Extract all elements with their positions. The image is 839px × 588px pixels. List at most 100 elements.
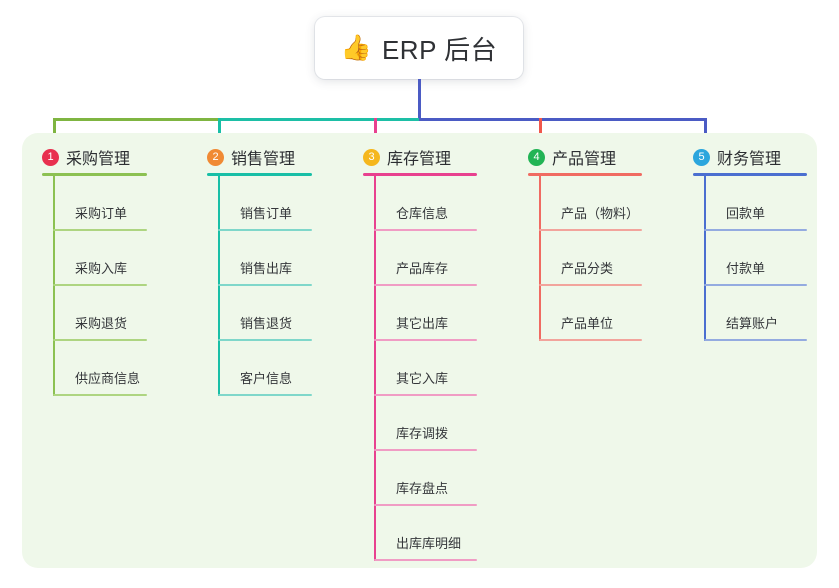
leaf-rule bbox=[53, 394, 147, 396]
column-badge-5: 5 bbox=[693, 148, 710, 166]
leaf-rule bbox=[53, 284, 147, 286]
leaf-label: 回款单 bbox=[726, 206, 766, 221]
root-node[interactable]: 👍 ERP 后台 bbox=[315, 17, 523, 79]
column-spine-4 bbox=[539, 176, 541, 341]
leaf-item[interactable]: 结算账户 bbox=[704, 286, 807, 341]
leaf-rule bbox=[374, 394, 477, 396]
column-badge-2: 2 bbox=[207, 148, 224, 166]
column-badge-4: 4 bbox=[528, 148, 545, 166]
leaf-rule bbox=[539, 229, 642, 231]
leaf-rule bbox=[374, 504, 477, 506]
connector-bus-left bbox=[53, 118, 218, 121]
leaf-label: 付款单 bbox=[726, 261, 766, 276]
leaf-label: 产品（物料） bbox=[561, 206, 640, 221]
column-header-4[interactable]: 4 产品管理 bbox=[528, 145, 616, 169]
column-rule-1 bbox=[42, 173, 147, 176]
leaf-rule bbox=[539, 339, 642, 341]
leaf-item[interactable]: 库存调拨 bbox=[374, 396, 477, 451]
leaf-label: 采购入库 bbox=[75, 261, 128, 276]
leaf-label: 供应商信息 bbox=[75, 371, 141, 386]
leaf-item[interactable]: 其它出库 bbox=[374, 286, 477, 341]
column-spine-2 bbox=[218, 176, 220, 396]
column-rule-4 bbox=[528, 173, 642, 176]
thumbs-up-icon: 👍 bbox=[340, 33, 372, 62]
column-spine-1 bbox=[53, 176, 55, 396]
root-title: ERP 后台 bbox=[381, 34, 498, 65]
leaf-rule bbox=[374, 339, 477, 341]
column-header-2[interactable]: 2 销售管理 bbox=[207, 145, 295, 169]
leaf-rule bbox=[53, 229, 147, 231]
column-title-3: 库存管理 bbox=[387, 151, 452, 168]
column-title-1: 采购管理 bbox=[66, 151, 131, 168]
column-title-2: 销售管理 bbox=[231, 151, 296, 168]
leaf-label: 库存盘点 bbox=[396, 481, 449, 496]
leaf-item[interactable]: 回款单 bbox=[704, 176, 807, 231]
leaf-label: 采购订单 bbox=[75, 206, 128, 221]
leaf-rule bbox=[374, 559, 477, 561]
leaf-rule bbox=[218, 339, 312, 341]
connector-drop-5 bbox=[704, 118, 707, 143]
diagram-panel bbox=[22, 133, 817, 568]
connector-bus-mid bbox=[218, 118, 419, 121]
leaf-item[interactable]: 销售订单 bbox=[218, 176, 312, 231]
leaf-rule bbox=[218, 284, 312, 286]
column-rule-2 bbox=[207, 173, 312, 176]
leaf-item[interactable]: 客户信息 bbox=[218, 341, 312, 396]
column-header-1[interactable]: 1 采购管理 bbox=[42, 145, 130, 169]
leaf-item[interactable]: 产品单位 bbox=[539, 286, 642, 341]
leaf-item[interactable]: 采购入库 bbox=[53, 231, 147, 286]
leaf-rule bbox=[704, 339, 807, 341]
leaf-rule bbox=[539, 284, 642, 286]
column-rule-5 bbox=[693, 173, 807, 176]
leaf-label: 产品库存 bbox=[396, 261, 449, 276]
leaf-label: 仓库信息 bbox=[396, 206, 449, 221]
leaf-item[interactable]: 采购订单 bbox=[53, 176, 147, 231]
leaf-rule bbox=[374, 284, 477, 286]
leaf-label: 销售出库 bbox=[240, 261, 293, 276]
leaf-rule bbox=[704, 284, 807, 286]
column-spine-3 bbox=[374, 176, 376, 561]
leaf-item[interactable]: 仓库信息 bbox=[374, 176, 477, 231]
leaf-rule bbox=[218, 394, 312, 396]
leaf-item[interactable]: 其它入库 bbox=[374, 341, 477, 396]
column-badge-1: 1 bbox=[42, 148, 59, 166]
column-header-5[interactable]: 5 财务管理 bbox=[693, 145, 781, 169]
leaf-label: 其它入库 bbox=[396, 371, 449, 386]
leaf-label: 出库库明细 bbox=[396, 536, 462, 551]
leaf-item[interactable]: 产品分类 bbox=[539, 231, 642, 286]
leaf-label: 销售退货 bbox=[240, 316, 293, 331]
leaf-item[interactable]: 销售出库 bbox=[218, 231, 312, 286]
connector-drop-3 bbox=[374, 118, 377, 143]
leaf-item[interactable]: 付款单 bbox=[704, 231, 807, 286]
leaf-item[interactable]: 产品（物料） bbox=[539, 176, 642, 231]
leaf-rule bbox=[53, 339, 147, 341]
connector-drop-2 bbox=[218, 118, 221, 143]
column-spine-5 bbox=[704, 176, 706, 341]
column-badge-3: 3 bbox=[363, 148, 380, 166]
leaf-label: 其它出库 bbox=[396, 316, 449, 331]
leaf-item[interactable]: 产品库存 bbox=[374, 231, 477, 286]
connector-bus-right bbox=[419, 118, 707, 121]
leaf-rule bbox=[218, 229, 312, 231]
leaf-label: 销售订单 bbox=[240, 206, 293, 221]
leaf-item[interactable]: 库存盘点 bbox=[374, 451, 477, 506]
leaf-item[interactable]: 采购退货 bbox=[53, 286, 147, 341]
leaf-item[interactable]: 出库库明细 bbox=[374, 506, 477, 561]
leaf-rule bbox=[704, 229, 807, 231]
connector-drop-1 bbox=[53, 118, 56, 143]
column-header-3[interactable]: 3 库存管理 bbox=[363, 145, 451, 169]
leaf-label: 产品分类 bbox=[561, 261, 614, 276]
leaf-rule bbox=[374, 449, 477, 451]
connector-trunk bbox=[417, 79, 421, 121]
column-title-4: 产品管理 bbox=[552, 151, 617, 168]
leaf-item[interactable]: 销售退货 bbox=[218, 286, 312, 341]
leaf-label: 采购退货 bbox=[75, 316, 128, 331]
leaf-rule bbox=[374, 229, 477, 231]
leaf-item[interactable]: 供应商信息 bbox=[53, 341, 147, 396]
column-title-5: 财务管理 bbox=[717, 151, 782, 168]
column-rule-3 bbox=[363, 173, 477, 176]
leaf-label: 客户信息 bbox=[240, 371, 293, 386]
leaf-label: 结算账户 bbox=[726, 316, 779, 331]
connector-drop-4 bbox=[539, 118, 542, 143]
leaf-label: 库存调拨 bbox=[396, 426, 449, 441]
